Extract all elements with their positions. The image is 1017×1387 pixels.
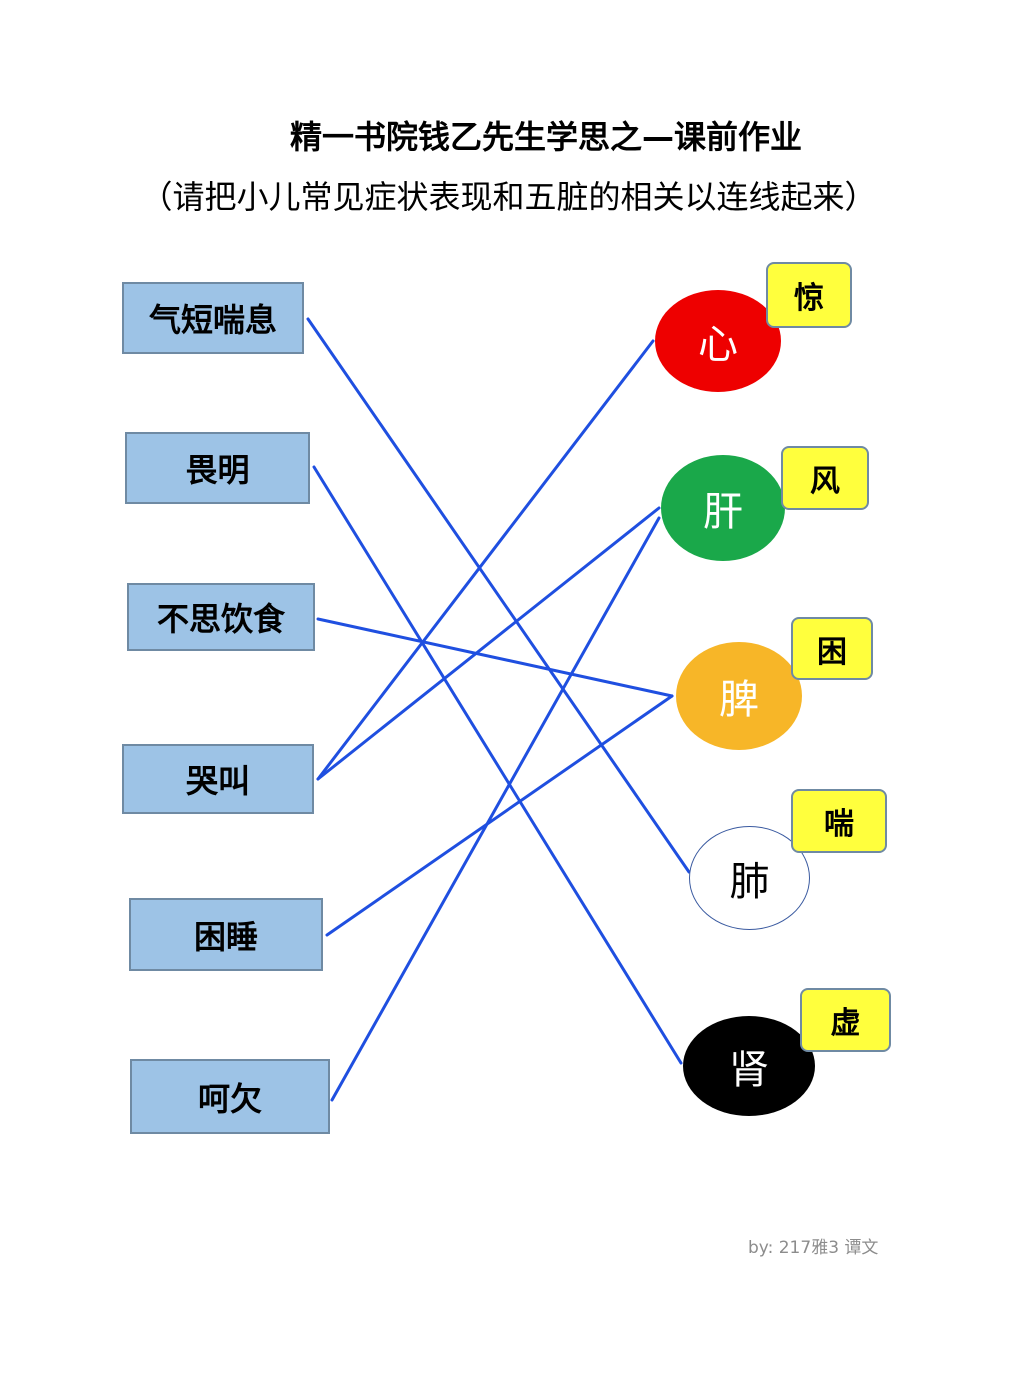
connection-line-4 [316,506,661,781]
organ-tag-jing: 惊 [766,262,852,328]
tag-label: 喘 [824,807,854,842]
tag-label: 困 [817,634,847,670]
organ-tag-chuan: 喘 [791,789,887,853]
organ-heart[interactable]: 心 [655,290,781,392]
organ-spleen[interactable]: 脾 [676,642,802,750]
organ-label: 脾 [719,677,759,723]
connection-line-5 [325,694,674,937]
author-credit: by: 217雅3 谭文 [748,1238,879,1258]
tag-label: 虚 [830,1006,861,1041]
symptom-box-kunshui[interactable]: 困睡 [129,898,323,971]
page-title: 精一书院钱乙先生学思之—课前作业 [289,118,802,156]
symptom-box-weiming[interactable]: 畏明 [125,432,310,504]
connection-line-2 [316,617,674,698]
tag-label: 风 [810,464,840,499]
symptom-label: 呵欠 [197,1079,262,1118]
symptom-label: 哭叫 [185,762,250,800]
symptom-label: 畏明 [185,451,250,489]
organ-label: 肺 [729,859,770,905]
symptom-box-qiduan[interactable]: 气短喘息 [122,282,304,354]
symptom-label: 气短喘息 [148,301,277,339]
connection-line-0 [306,317,691,874]
organ-lung[interactable]: 肺 [689,826,810,930]
symptom-label: 困睡 [193,917,258,956]
organ-label: 心 [698,322,738,368]
symptom-box-kujiao[interactable]: 哭叫 [122,744,314,814]
symptom-box-heqian[interactable]: 呵欠 [130,1059,330,1134]
connection-line-1 [312,465,683,1065]
symptom-box-busi[interactable]: 不思饮食 [127,583,315,651]
organ-label: 肝 [703,489,743,535]
connection-line-3 [316,339,655,781]
organ-label: 肾 [729,1047,769,1093]
organ-tag-kun: 困 [791,617,873,680]
tag-label: 惊 [794,281,824,316]
symptom-label: 不思饮食 [156,600,285,638]
organ-liver[interactable]: 肝 [661,455,785,561]
organ-kidney[interactable]: 肾 [683,1016,815,1116]
organ-tag-xu: 虚 [800,988,891,1052]
organ-tag-feng: 风 [781,446,869,510]
connection-line-6 [330,516,661,1102]
page-subtitle: （请把小儿常见症状表现和五脏的相关以连线起来） [140,178,877,216]
